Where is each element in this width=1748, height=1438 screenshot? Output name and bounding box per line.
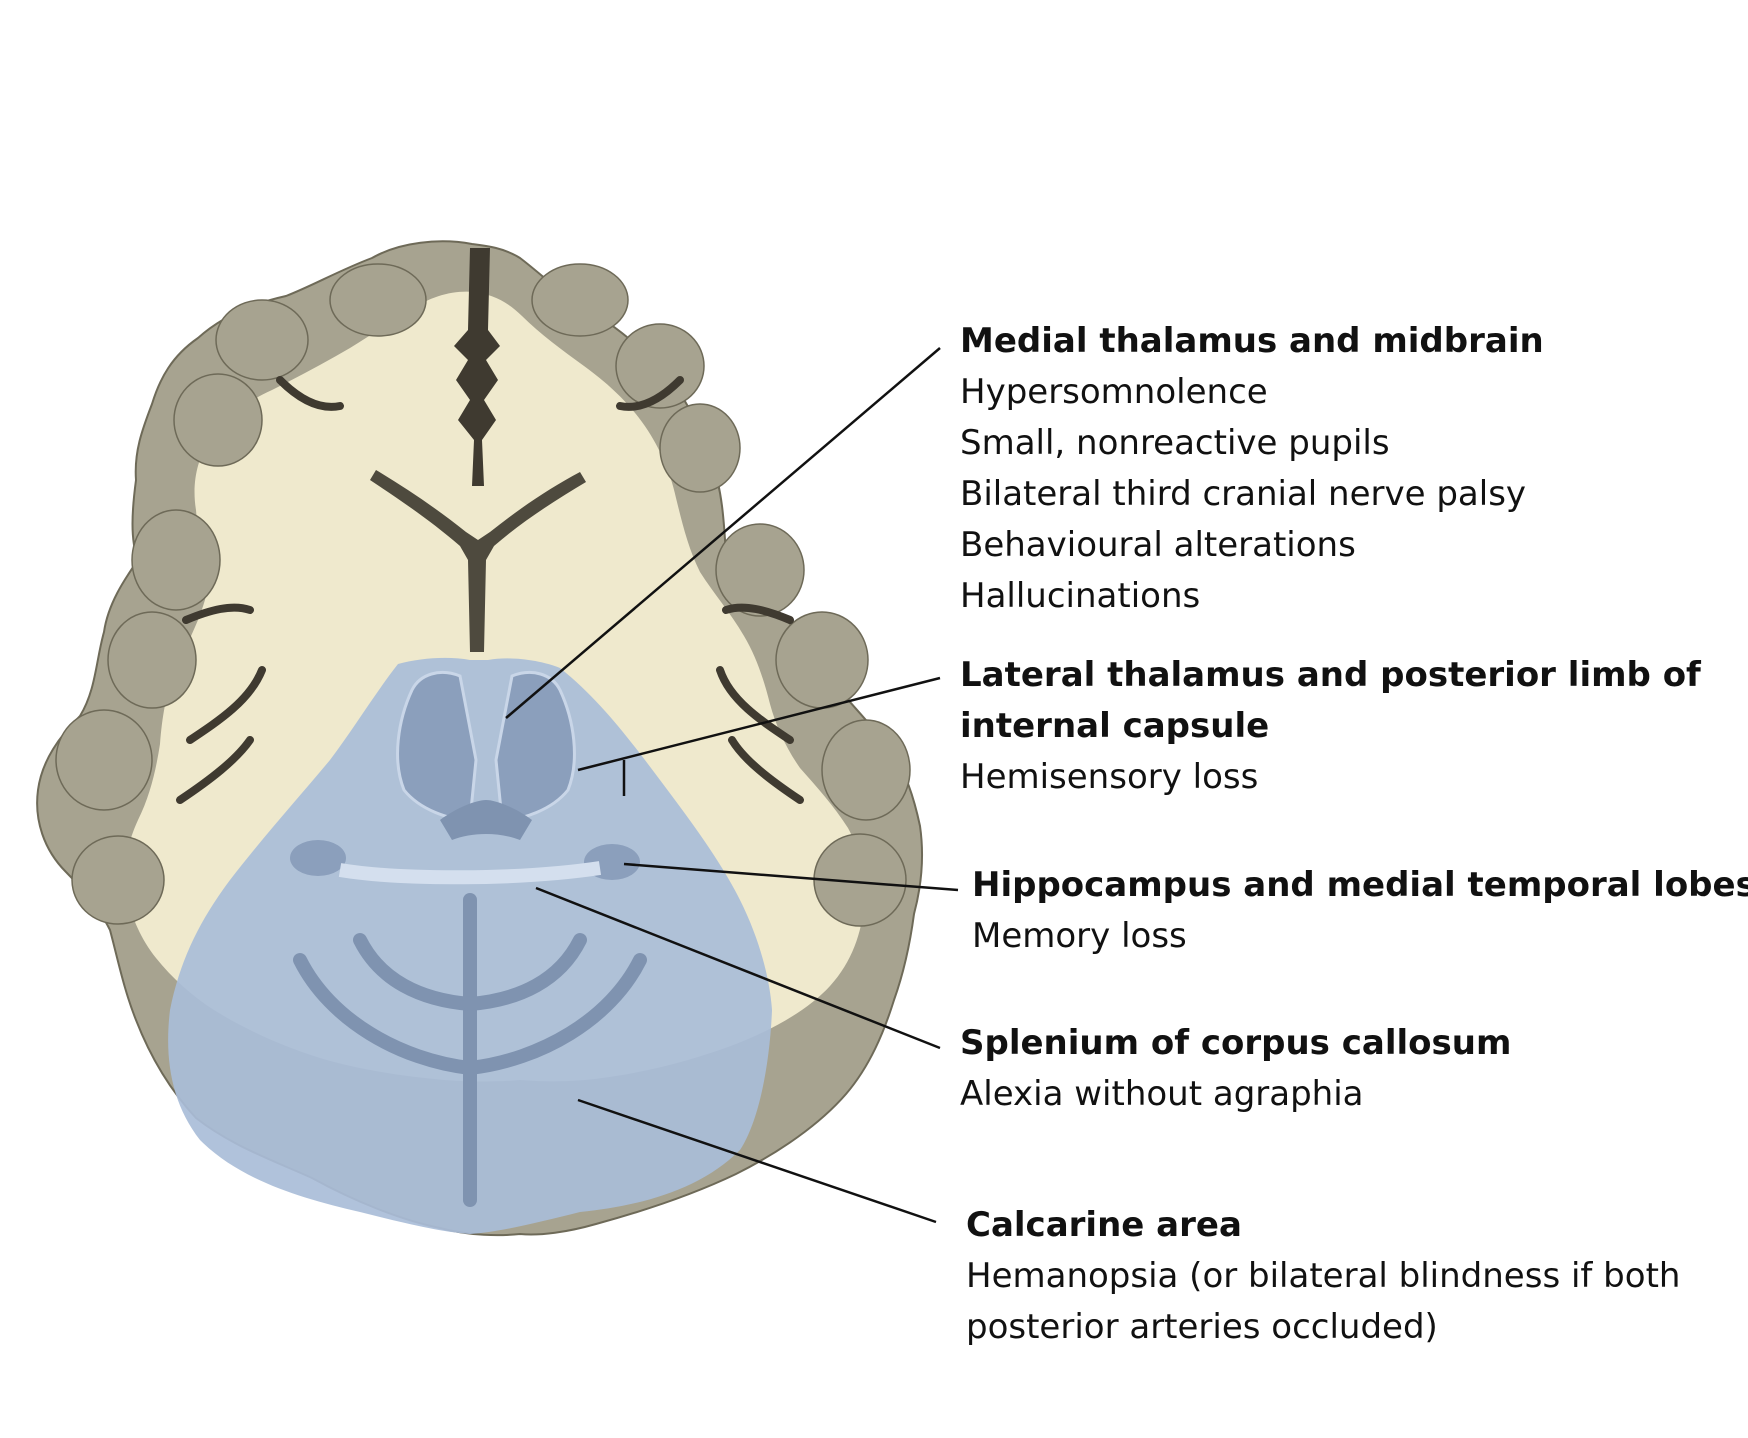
label-hippocampus: Hippocampus and medial temporal lobes Me… xyxy=(972,860,1748,962)
label-medial-thalamus: Medial thalamus and midbrain Hypersomnol… xyxy=(960,316,1544,622)
label-title: Hippocampus and medial temporal lobes xyxy=(972,865,1748,905)
cortical-gyri xyxy=(55,263,911,927)
longitudinal-fissure xyxy=(454,248,500,486)
midbrain xyxy=(440,800,532,840)
label-calcarine: Calcarine area Hemanopsia (or bilateral … xyxy=(966,1200,1680,1353)
label-title: Medial thalamus and midbrain xyxy=(960,321,1544,361)
label-lateral-thalamus: Lateral thalamus and posterior limb of i… xyxy=(960,650,1701,803)
leader-line-medial xyxy=(505,347,941,719)
label-title: Calcarine area xyxy=(966,1205,1242,1245)
label-line: Hypersomnolence xyxy=(960,372,1268,412)
leader-line-lateral xyxy=(577,676,941,772)
label-title: Splenium of corpus callosum xyxy=(960,1023,1512,1063)
label-line: Hallucinations xyxy=(960,576,1201,616)
label-line: Memory loss xyxy=(972,916,1187,956)
label-line: Small, nonreactive pupils xyxy=(960,423,1390,463)
label-title: internal capsule xyxy=(960,706,1270,746)
leader-lines xyxy=(505,347,959,1224)
label-splenium: Splenium of corpus callosum Alexia witho… xyxy=(960,1018,1511,1120)
occipital-structures xyxy=(293,893,647,1207)
label-line: Bilateral third cranial nerve palsy xyxy=(960,474,1527,514)
leader-line-splenium xyxy=(535,886,941,1050)
label-line: Hemisensory loss xyxy=(960,757,1259,797)
lateral-ventricles xyxy=(370,470,586,652)
splenium xyxy=(338,861,602,885)
label-line: Alexia without agraphia xyxy=(960,1074,1364,1114)
brain-section xyxy=(36,240,923,1237)
leader-line-hippo xyxy=(623,862,959,892)
label-title: Lateral thalamus and posterior limb of xyxy=(960,655,1701,695)
label-line: posterior arteries occluded) xyxy=(966,1307,1438,1347)
label-line: Behavioural alterations xyxy=(960,525,1356,565)
leader-line-calcarine xyxy=(577,1098,937,1224)
label-line: Hemanopsia (or bilateral blindness if bo… xyxy=(966,1256,1681,1296)
sulci xyxy=(176,376,804,804)
